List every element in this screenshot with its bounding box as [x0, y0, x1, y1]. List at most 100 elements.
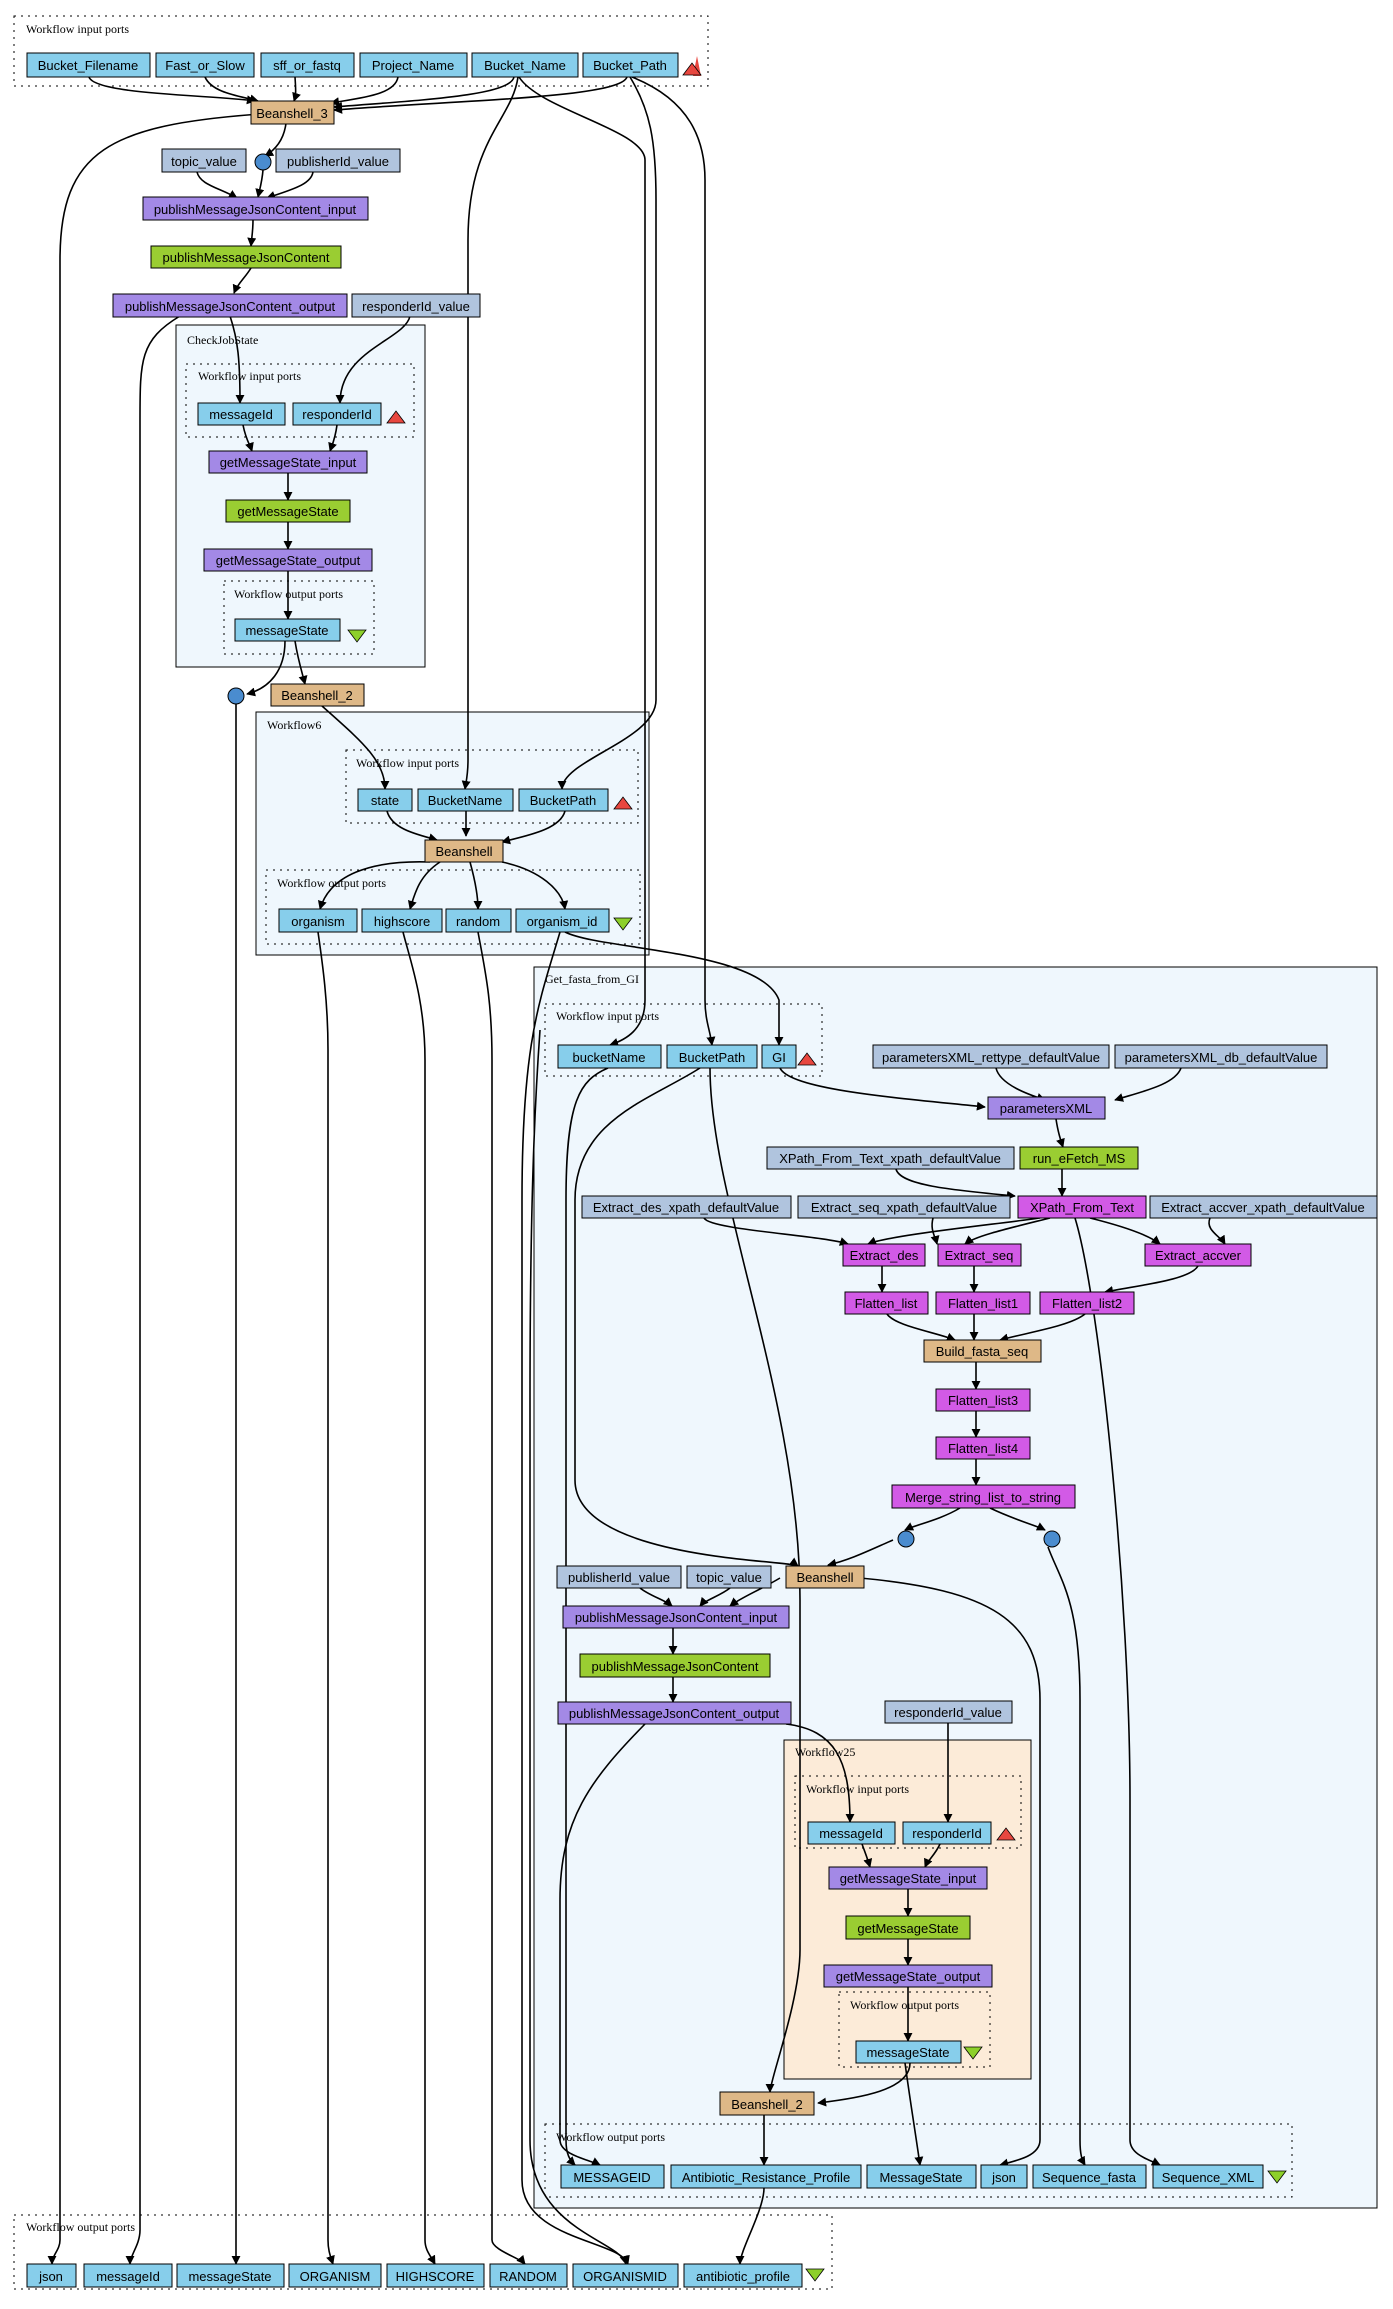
output-port-organism[interactable]: ORGANISM — [288, 2263, 382, 2288]
constant-extract-des-default[interactable]: Extract_des_xpath_defaultValue — [581, 1195, 792, 1219]
w25-port-messageid[interactable]: messageId — [807, 1821, 896, 1845]
svg-text:Flatten_list1: Flatten_list1 — [948, 1296, 1018, 1311]
output-port-messagestate[interactable]: messageState — [176, 2263, 285, 2288]
w6-port-organism[interactable]: organism — [278, 908, 358, 933]
gf-out-messageid[interactable]: MESSAGEID — [560, 2164, 665, 2189]
flatten-list3[interactable]: Flatten_list3 — [935, 1388, 1031, 1412]
cj-port-responderid[interactable]: responderId — [292, 402, 382, 426]
svg-text:Beanshell_3: Beanshell_3 — [256, 106, 328, 121]
w25-port-messagestate[interactable]: messageState — [855, 2040, 962, 2064]
edge — [867, 1217, 1041, 1246]
xpath-from-text[interactable]: XPath_From_Text — [1017, 1195, 1147, 1219]
gf-constant-topic-value[interactable]: topic_value — [686, 1565, 772, 1589]
w6-port-highscore[interactable]: highscore — [361, 908, 443, 933]
edge — [1104, 1265, 1199, 1295]
gf-port-bucketpath[interactable]: BucketPath — [666, 1044, 758, 1069]
flatten-list[interactable]: Flatten_list — [844, 1291, 929, 1315]
extract-accver[interactable]: Extract_accver — [1144, 1243, 1252, 1267]
output-port-messageid[interactable]: messageId — [83, 2263, 173, 2288]
svg-text:publishMessageJsonContent_inpu: publishMessageJsonContent_input — [575, 1610, 778, 1625]
constant-extract-accver-default[interactable]: Extract_accver_xpath_defaultValue — [1149, 1195, 1378, 1219]
edge — [861, 1843, 873, 1868]
svg-text:antibiotic_profile: antibiotic_profile — [696, 2269, 790, 2284]
w6-port-bucketpath[interactable]: BucketPath — [518, 788, 609, 812]
constant-topic-value[interactable]: topic_value — [161, 148, 247, 173]
port-markers — [347, 56, 1287, 2282]
gf-pmjc-service[interactable]: publishMessageJsonContent — [579, 1653, 771, 1678]
gf-out-sequence-xml[interactable]: Sequence_XML — [1152, 2164, 1264, 2189]
input-port-project-name[interactable]: Project_Name — [359, 52, 468, 78]
gf-out-messagestate[interactable]: MessageState — [866, 2164, 977, 2189]
parametersxml[interactable]: parametersXML — [987, 1096, 1106, 1120]
beanshell-2-top[interactable]: Beanshell_2 — [270, 683, 365, 707]
flatten-list2[interactable]: Flatten_list2 — [1039, 1291, 1135, 1315]
svg-text:RANDOM: RANDOM — [499, 2269, 557, 2284]
edge — [989, 1507, 1046, 1531]
gf-pmjc-input[interactable]: publishMessageJsonContent_input — [562, 1605, 790, 1629]
output-port-highscore[interactable]: HIGHSCORE — [386, 2263, 485, 2288]
svg-text:Beanshell: Beanshell — [435, 844, 492, 859]
gf-constant-responderid[interactable]: responderId_value — [884, 1700, 1013, 1724]
input-port-bucket-name[interactable]: Bucket_Name — [471, 52, 579, 78]
svg-text:Merge_string_list_to_string: Merge_string_list_to_string — [905, 1490, 1061, 1505]
cj-gms-output[interactable]: getMessageState_output — [203, 548, 373, 572]
w6-port-random[interactable]: random — [445, 908, 512, 933]
run-efetch-ms[interactable]: run_eFetch_MS — [1019, 1146, 1139, 1170]
constant-extract-seq-default[interactable]: Extract_seq_xpath_defaultValue — [797, 1195, 1011, 1219]
w6-port-state[interactable]: state — [357, 788, 413, 812]
w6-beanshell[interactable]: Beanshell — [424, 839, 504, 863]
w25-port-responderid[interactable]: responderId — [902, 1821, 992, 1845]
input-port-bucket-filename[interactable]: Bucket_Filename — [26, 52, 151, 78]
flatten-list4[interactable]: Flatten_list4 — [935, 1436, 1031, 1460]
gf-pmjc-output[interactable]: publishMessageJsonContent_output — [557, 1701, 792, 1725]
cj-port-messageid[interactable]: messageId — [197, 402, 286, 426]
pmjc-output[interactable]: publishMessageJsonContent_output — [112, 293, 348, 318]
merge-string-list[interactable]: Merge_string_list_to_string — [891, 1484, 1076, 1509]
cj-gms-input[interactable]: getMessageState_input — [208, 450, 368, 474]
input-port-bucket-path[interactable]: Bucket_Path — [582, 52, 679, 78]
input-port-sff-or-fastq[interactable]: sff_or_fastq — [260, 52, 355, 78]
extract-seq[interactable]: Extract_seq — [937, 1243, 1022, 1267]
svg-text:Flatten_list4: Flatten_list4 — [948, 1441, 1018, 1456]
output-port-antibiotic-profile[interactable]: antibiotic_profile — [683, 2263, 803, 2288]
cj-port-messagestate[interactable]: messageState — [234, 618, 341, 642]
pmjc-service[interactable]: publishMessageJsonContent — [150, 245, 342, 269]
build-fasta-seq[interactable]: Build_fasta_seq — [923, 1339, 1042, 1363]
w25-inputs-caption: Workflow input ports — [806, 1782, 909, 1796]
gf-out-abr-profile[interactable]: Antibiotic_Resistance_Profile — [670, 2164, 862, 2189]
flatten-list1[interactable]: Flatten_list1 — [935, 1291, 1031, 1315]
edge — [317, 931, 335, 2265]
output-marker-icon — [963, 2046, 983, 2060]
constant-param-db[interactable]: parametersXML_db_defaultValue — [1114, 1044, 1328, 1069]
edge — [232, 267, 252, 294]
edge — [564, 931, 784, 1046]
gf-out-json[interactable]: json — [980, 2164, 1028, 2189]
extract-des[interactable]: Extract_des — [842, 1243, 926, 1267]
gf-beanshell[interactable]: Beanshell — [785, 1565, 865, 1589]
pmjc-input[interactable]: publishMessageJsonContent_input — [142, 196, 369, 221]
beanshell-3[interactable]: Beanshell_3 — [250, 100, 335, 125]
gf-port-bucketname[interactable]: bucketName — [557, 1044, 662, 1069]
input-port-fast-or-slow[interactable]: Fast_or_Slow — [155, 52, 255, 78]
output-port-random[interactable]: RANDOM — [489, 2263, 568, 2288]
w25-gms-input[interactable]: getMessageState_input — [828, 1866, 988, 1890]
gf-beanshell-2[interactable]: Beanshell_2 — [719, 2091, 815, 2116]
gf-port-gi[interactable]: GI — [761, 1044, 797, 1069]
constant-responderid-value[interactable]: responderId_value — [351, 293, 481, 318]
cj-gms-service[interactable]: getMessageState — [225, 499, 351, 523]
constant-publisherid-value[interactable]: publisherId_value — [275, 148, 401, 173]
output-port-organismid[interactable]: ORGANISMID — [572, 2263, 679, 2288]
svg-text:Bucket_Name: Bucket_Name — [484, 58, 566, 73]
w25-gms-service[interactable]: getMessageState — [845, 1915, 971, 1940]
constant-param-rettype[interactable]: parametersXML_rettype_defaultValue — [872, 1044, 1110, 1069]
cj-inputs-caption: Workflow input ports — [198, 369, 301, 383]
output-port-json[interactable]: json — [26, 2263, 77, 2288]
w6-port-bucketname[interactable]: BucketName — [417, 788, 514, 812]
gf-constant-publisherid[interactable]: publisherId_value — [556, 1565, 682, 1589]
w6-port-organism-id[interactable]: organism_id — [515, 908, 610, 933]
w25-gms-output[interactable]: getMessageState_output — [823, 1964, 993, 1988]
constant-xpath-default[interactable]: XPath_From_Text_xpath_defaultValue — [766, 1146, 1015, 1170]
svg-text:highscore: highscore — [374, 914, 430, 929]
edge — [321, 705, 390, 790]
gf-out-sequence-fasta[interactable]: Sequence_fasta — [1032, 2164, 1147, 2189]
